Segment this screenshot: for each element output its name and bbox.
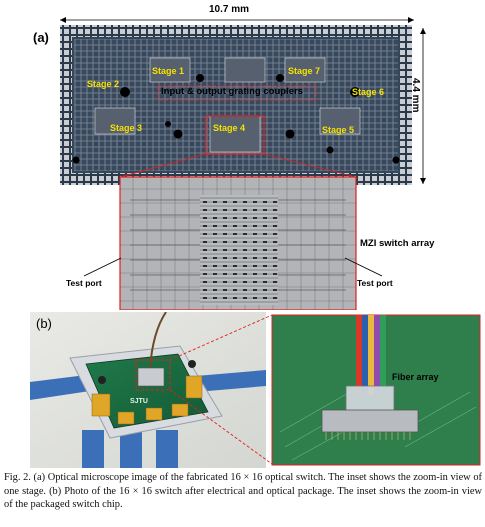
width-dimension-label: 10.7 mm bbox=[209, 4, 250, 15]
stage-4-label: Stage 4 bbox=[213, 123, 246, 133]
figure-caption: Fig. 2. (a) Optical microscope image of … bbox=[4, 472, 482, 511]
stage-1-label: Stage 1 bbox=[152, 66, 185, 76]
stage-3-label: Stage 3 bbox=[110, 123, 143, 133]
grating-coupler-box bbox=[157, 85, 317, 101]
stage-5-label: Stage 5 bbox=[322, 125, 355, 135]
package-photo bbox=[30, 311, 481, 468]
sjtu-logo-label: SJTU bbox=[130, 398, 148, 405]
test-port-right-label: Test port bbox=[357, 278, 393, 288]
panel-b-label: (b) bbox=[36, 316, 52, 331]
grating-couplers-label: Input & output grating couplers bbox=[161, 86, 303, 97]
stage-6-label: Stage 6 bbox=[352, 87, 385, 97]
panel-a: 10.7 mm 4.4 mm (a) Stage 1 Stage 2 Stage… bbox=[33, 4, 435, 311]
chip-micrograph bbox=[60, 17, 426, 311]
stage-7-label: Stage 7 bbox=[288, 66, 321, 76]
test-port-left-label: Test port bbox=[66, 278, 102, 288]
height-dimension-label: 4.4 mm bbox=[410, 78, 421, 113]
panel-a-label: (a) bbox=[33, 30, 49, 45]
mzi-array-label: MZI switch array bbox=[360, 238, 435, 249]
fiber-array-label: Fiber array bbox=[392, 372, 439, 382]
stage-2-label: Stage 2 bbox=[87, 79, 120, 89]
stage4-highlight-box bbox=[205, 115, 265, 155]
panel-b: (b) SJTU Fiber array bbox=[0, 311, 485, 468]
